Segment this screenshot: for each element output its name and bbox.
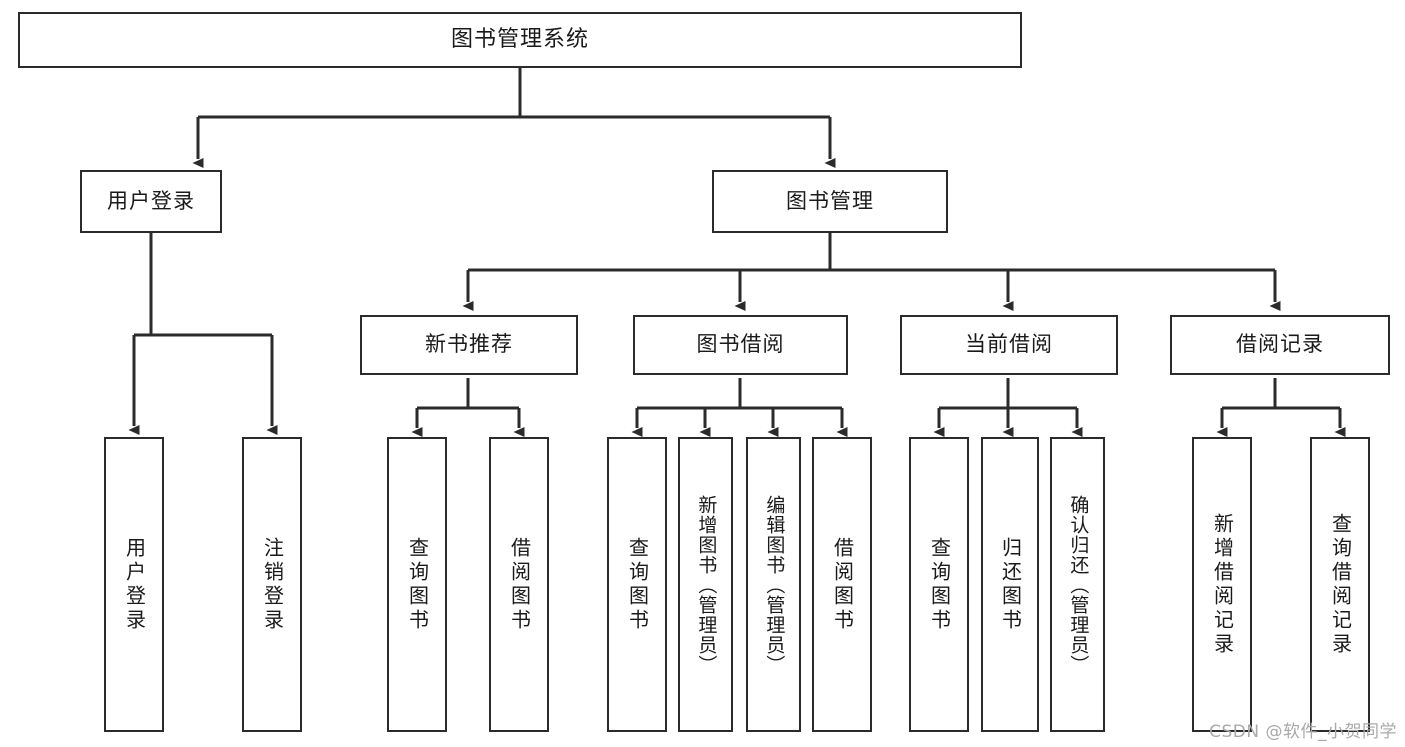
leaf-user-login-logout[interactable]: 注销登录 (242, 437, 302, 732)
node-label: 查询图书 (927, 536, 952, 633)
node-label: 查询借阅记录 (1328, 512, 1353, 657)
leaf-current-borrow-query-book[interactable]: 查询图书 (909, 437, 969, 732)
node-label: 借阅记录 (1236, 332, 1324, 357)
node-user-login[interactable]: 用户登录 (80, 170, 222, 233)
leaf-current-borrow-confirm-return-admin[interactable]: 确认归还（管理员） (1050, 437, 1105, 732)
node-label: 当前借阅 (965, 332, 1053, 357)
node-label: 注销登录 (260, 536, 285, 633)
leaf-book-borrow-borrow-book[interactable]: 借阅图书 (812, 437, 872, 732)
leaf-user-login-login[interactable]: 用户登录 (104, 437, 164, 732)
leaf-book-borrow-add-book-admin[interactable]: 新增图书（管理员） (678, 437, 733, 732)
leaf-borrow-record-add-record[interactable]: 新增借阅记录 (1192, 437, 1252, 732)
leaf-new-book-borrow-book[interactable]: 借阅图书 (489, 437, 549, 732)
node-label: 查询图书 (405, 536, 430, 633)
leaf-book-borrow-query-book[interactable]: 查询图书 (607, 437, 667, 732)
node-label: 新增借阅记录 (1210, 512, 1235, 657)
node-label: 借阅图书 (830, 536, 855, 633)
node-book-management[interactable]: 图书管理 (712, 170, 948, 233)
node-book-borrow[interactable]: 图书借阅 (633, 315, 848, 375)
node-root-library-management-system[interactable]: 图书管理系统 (18, 12, 1022, 68)
node-label: 归还图书 (998, 536, 1023, 633)
node-borrow-record[interactable]: 借阅记录 (1170, 315, 1390, 375)
node-new-book-recommend[interactable]: 新书推荐 (360, 315, 578, 375)
node-label: 用户登录 (107, 188, 195, 213)
node-label: 图书管理系统 (450, 26, 589, 52)
node-label: 用户登录 (122, 536, 147, 633)
leaf-current-borrow-return-book[interactable]: 归还图书 (981, 437, 1039, 732)
node-label: 借阅图书 (507, 536, 532, 633)
node-label: 图书管理 (786, 188, 874, 213)
leaf-new-book-query-book[interactable]: 查询图书 (387, 437, 447, 732)
node-label: 图书借阅 (696, 332, 785, 357)
watermark-csdn: CSDN @软件_小贺同学 (1209, 722, 1397, 742)
node-label: 新书推荐 (425, 332, 513, 357)
leaf-borrow-record-query-record[interactable]: 查询借阅记录 (1310, 437, 1370, 732)
node-label: 编辑图书（管理员） (763, 494, 786, 675)
node-label: 新增图书（管理员） (695, 494, 718, 675)
leaf-book-borrow-edit-book-admin[interactable]: 编辑图书（管理员） (746, 437, 801, 732)
node-label: 确认归还（管理员） (1067, 494, 1090, 675)
node-current-borrow[interactable]: 当前借阅 (900, 315, 1118, 375)
node-label: 查询图书 (625, 536, 650, 633)
